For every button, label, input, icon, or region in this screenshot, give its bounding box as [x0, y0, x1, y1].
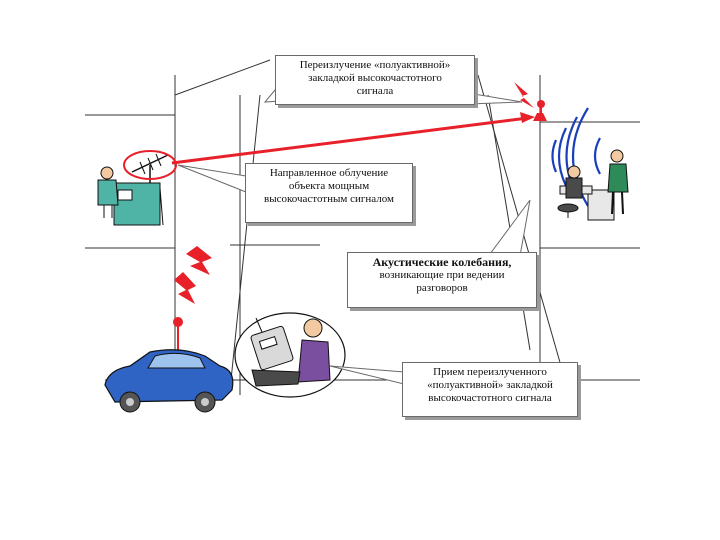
- callout-irradiation-line: объекта мощным: [288, 180, 370, 192]
- callout-acoustic-line: Акустические колебания,: [372, 255, 512, 269]
- callout-reradiation-line: закладкой высокочастотного: [308, 72, 442, 84]
- callout-reception: Прием переизлученного «полуактивной» зак…: [402, 362, 578, 417]
- callout-reradiation-line: сигнала: [356, 85, 394, 97]
- callout-acoustic: Акустические колебания, возникающие при …: [347, 252, 537, 308]
- bug-icon: [514, 82, 547, 121]
- callout-pointers: [177, 89, 531, 385]
- callout-reception-line: «полуактивной» закладкой: [427, 379, 553, 391]
- callout-irradiation: Направленное облучение объекта мощным вы…: [245, 163, 413, 223]
- antenna-icon: [123, 150, 177, 185]
- callout-reception-line: высокочастотного сигнала: [428, 392, 552, 404]
- callout-reradiation-line: Переизлучение «полуактивной»: [299, 59, 451, 71]
- lightning-icon: [174, 246, 212, 304]
- callout-irradiation-line: высокочастотным сигналом: [264, 193, 394, 205]
- irradiation-beam: [171, 112, 535, 165]
- operator-left: [97, 166, 164, 226]
- callout-irradiation-line: Направленное облучение: [269, 167, 389, 179]
- person-icon: [607, 149, 629, 215]
- radio-receiver-icon: [234, 312, 346, 398]
- callout-reception-line: Прием переизлученного: [433, 366, 547, 378]
- callout-reradiation: Переизлучение «полуактивной» закладкой в…: [275, 55, 475, 105]
- building-walls: [85, 59, 640, 395]
- operator-right: [557, 165, 615, 221]
- callout-acoustic-line: разговоров: [416, 282, 468, 294]
- car-icon: [104, 317, 234, 413]
- callout-acoustic-line: возникающие при ведении: [379, 269, 505, 281]
